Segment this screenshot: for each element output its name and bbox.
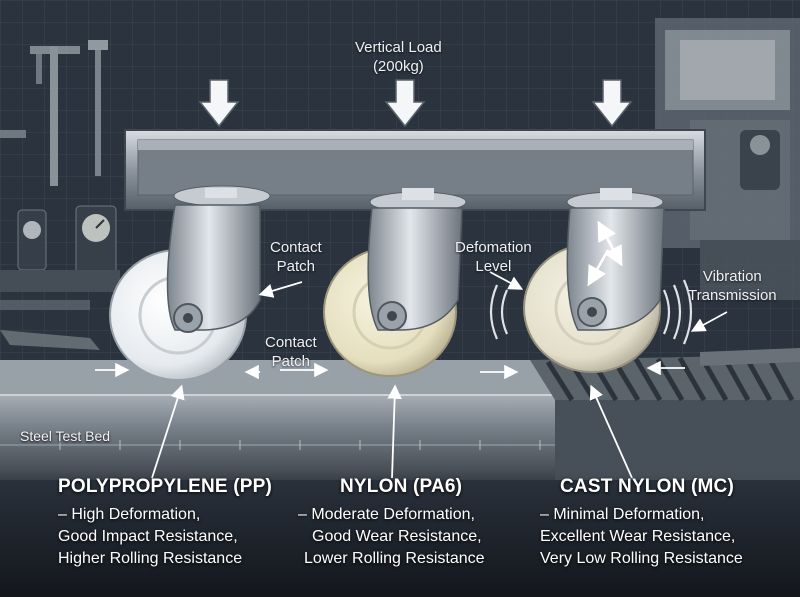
vertical-load-label: Vertical Load(200kg) xyxy=(355,39,442,75)
load-arrows xyxy=(198,79,633,128)
annotation-arrows xyxy=(95,271,728,479)
caption-pa6-title: NYLON (PA6) xyxy=(340,476,463,497)
caption-pp-line2: Good Impact Resistance, xyxy=(58,528,238,545)
caption-pp: POLYPROPYLENE (PP) – High Deformation, G… xyxy=(58,476,272,570)
background-machine xyxy=(655,18,800,300)
bracket-pp xyxy=(166,204,261,331)
caption-pp-title: POLYPROPYLENE (PP) xyxy=(58,476,273,497)
caption-pp-line1: – High Deformation, xyxy=(58,506,201,523)
caption-mc-line3: Very Low Rolling Resistance xyxy=(540,550,743,567)
steel-test-bed-label: Steel Test Bed xyxy=(20,428,111,444)
caption-mc: CAST NYLON (MC) – Minimal Deformation, E… xyxy=(540,476,743,570)
caption-pa6-line3: Lower Rolling Resistance xyxy=(304,550,485,567)
load-arrow-right xyxy=(591,79,633,128)
wall-tools-left xyxy=(0,40,120,292)
caster-pp xyxy=(109,185,271,381)
bench-tools xyxy=(0,300,100,350)
caption-mc-line2: Excellent Wear Resistance, xyxy=(540,528,736,545)
load-arrow-center xyxy=(384,79,426,128)
bracket-pa6 xyxy=(367,207,463,331)
load-arrow-left xyxy=(198,79,240,128)
vibration-waves xyxy=(489,279,693,345)
caster-mc xyxy=(523,188,665,373)
caption-mc-line1: – Minimal Deformation, xyxy=(540,506,705,523)
caption-mc-title: CAST NYLON (MC) xyxy=(560,476,734,497)
caption-pa6-line1: – Moderate Deformation, xyxy=(298,506,475,523)
caption-pa6: NYLON (PA6) – Moderate Deformation, Good… xyxy=(298,476,485,570)
deformation-arrows xyxy=(587,220,623,287)
caption-backdrop xyxy=(0,470,800,597)
caption-pp-line3: Higher Rolling Resistance xyxy=(58,550,243,567)
caster-pa6 xyxy=(323,188,467,377)
caption-pa6-line2: Good Wear Resistance, xyxy=(312,528,482,545)
